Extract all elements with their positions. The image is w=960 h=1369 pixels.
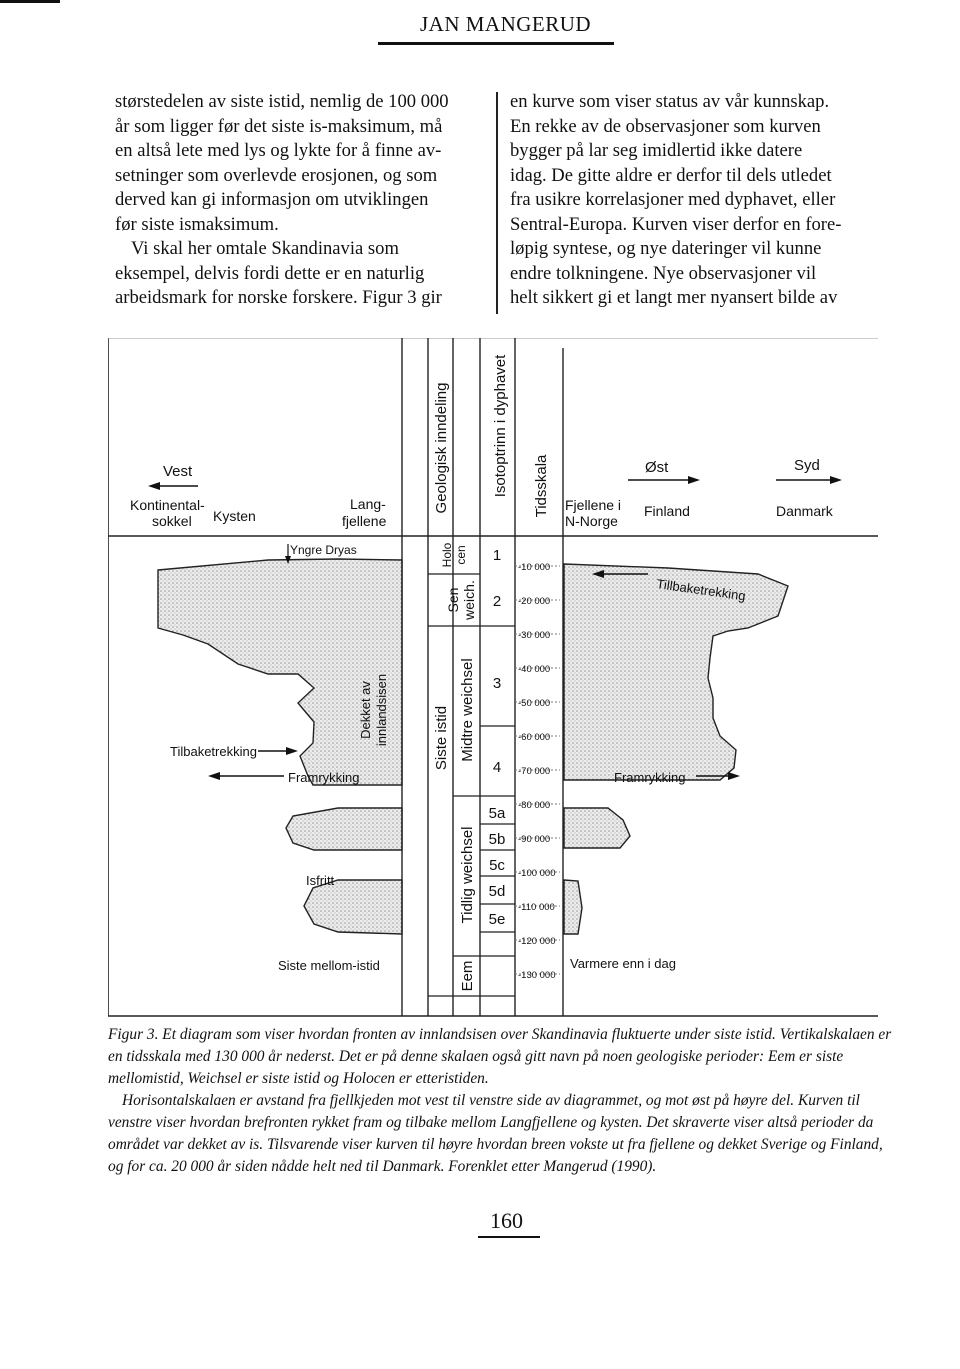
time-tick-label: -60 000 xyxy=(518,732,550,743)
body-line: år som ligger før det siste is-maksimum,… xyxy=(115,115,443,137)
label-innlandsisen: innlandsisen xyxy=(374,674,389,746)
label-framrykking-left: Framrykking xyxy=(288,770,360,785)
label-n-norge: N-Norge xyxy=(565,513,618,529)
isotope-stage-label: 4 xyxy=(493,759,501,776)
label-sokkel: sokkel xyxy=(152,513,192,529)
label-yngre-dryas: Yngre Dryas xyxy=(290,543,357,557)
caption-paragraph-2: Horisontalskalaen er avstand fra fjellkj… xyxy=(108,1092,883,1175)
isotope-stage-label: 1 xyxy=(493,547,501,564)
label-finland: Finland xyxy=(644,503,690,519)
label-kysten: Kysten xyxy=(213,508,256,524)
time-tick-label: -90 000 xyxy=(518,834,550,845)
ice-shading-deep-right xyxy=(563,879,583,935)
label-fjellene-i: Fjellene i xyxy=(565,497,621,513)
ice-shading-right xyxy=(563,563,789,781)
time-tick-label: -20 000 xyxy=(518,596,550,607)
figure-caption: Figur 3. Et diagram som viser hvordan fr… xyxy=(108,1024,898,1178)
time-tick-label: -10 000 xyxy=(518,562,550,573)
isotope-stage-label: 2 xyxy=(493,593,501,610)
label-weich: weich. xyxy=(461,580,477,621)
arrow-left-icon xyxy=(592,570,604,578)
time-tick-label: -110 000 xyxy=(518,902,555,913)
ice-shading-early-left xyxy=(285,807,403,851)
time-tick-label: -120 000 xyxy=(518,936,556,947)
label-holo: Holo xyxy=(440,542,454,567)
body-line: Sentral-Europa. Kurven viser derfor en f… xyxy=(510,213,842,235)
label-lang: Lang- xyxy=(350,496,386,512)
label-eem: Eem xyxy=(459,961,476,992)
label-tilbaketrekking-left: Tilbaketrekking xyxy=(170,744,257,759)
arrow-south-icon xyxy=(830,476,842,484)
body-line: arbeidsmark for norske forskere. Figur 3… xyxy=(115,287,442,308)
body-line: en altså lete med lys og lykte for å fin… xyxy=(115,140,442,161)
body-line: før siste ismaksimum. xyxy=(115,213,279,235)
column-divider xyxy=(496,92,498,314)
time-tick-label: -30 000 xyxy=(518,630,550,641)
running-header: JAN MANGERUD xyxy=(420,12,592,36)
body-column-right: en kurve som viser status av vår kunnska… xyxy=(510,90,890,311)
body-line: størstedelen av siste istid, nemlig de 1… xyxy=(115,91,449,112)
label-framrykking-right: Framrykking xyxy=(614,770,686,785)
body-line: idag. De gitte aldre er derfor til dels … xyxy=(510,164,832,186)
isotope-stage-label: 5a xyxy=(489,805,506,822)
arrow-left-icon xyxy=(208,772,220,780)
body-line: en kurve som viser status av vår kunnska… xyxy=(510,91,830,112)
header-rule xyxy=(378,42,614,45)
label-siste-istid: Siste istid xyxy=(433,706,450,770)
body-line: setninger som overlevde erosjonen, og so… xyxy=(115,164,438,186)
isotope-stage-label: 3 xyxy=(493,675,501,692)
body-line: helt sikkert gi et langt mer nyansert bi… xyxy=(510,287,838,308)
body-line: eksempel, delvis fordi dette er en natur… xyxy=(115,262,425,284)
time-tick-label: -100 000 xyxy=(518,868,556,879)
isotope-stage-label: 5b xyxy=(489,831,506,848)
label-varmere-enn-i-dag: Varmere enn i dag xyxy=(570,956,676,971)
time-tick-label: -80 000 xyxy=(518,800,550,811)
label-siste-mellom-istid: Siste mellom-istid xyxy=(278,958,380,973)
top-edge-rule xyxy=(0,0,60,3)
label-tidsskala: Tidsskala xyxy=(533,454,550,517)
caption-paragraph-1: Figur 3. Et diagram som viser hvordan fr… xyxy=(108,1026,892,1087)
label-sen: Sen xyxy=(445,588,461,613)
body-line: løpig syntese, og nye dateringer vil kun… xyxy=(510,238,822,259)
body-line: derved kan gi informasjon om utviklingen xyxy=(115,189,429,210)
label-isotoptrinn: Isotoptrinn i dyphavet xyxy=(492,354,509,497)
label-fjellene: fjellene xyxy=(342,513,387,529)
label-geologisk-inndeling: Geologisk inndeling xyxy=(433,383,450,514)
isotope-stage-label: 5d xyxy=(489,883,506,900)
body-line: endre tolkningene. Nye observasjoner vil xyxy=(510,262,817,284)
label-cen: cen xyxy=(454,545,468,564)
label-dekket-av: Dekket av xyxy=(358,681,373,739)
body-line: fra usikre korrelasjoner med dyphavet, e… xyxy=(510,189,836,210)
label-syd: Syd xyxy=(794,457,820,474)
label-danmark: Danmark xyxy=(776,503,834,519)
time-tick-label: -70 000 xyxy=(518,766,550,777)
label-isfritt: Isfritt xyxy=(306,873,335,888)
body-column-left: størstedelen av siste istid, nemlig de 1… xyxy=(115,90,493,311)
ice-shading-early-right xyxy=(563,807,631,849)
time-tick-label: -40 000 xyxy=(518,664,550,675)
arrow-west-icon xyxy=(148,482,160,490)
arrow-down-icon xyxy=(285,556,291,564)
body-line: bygger på lar seg imidlertid ikke datere xyxy=(510,140,803,161)
time-tick-label: -130 000 xyxy=(518,970,556,981)
arrow-right-icon xyxy=(286,747,298,755)
isotope-stage-label: 5e xyxy=(489,911,506,928)
ice-shading-deep-left xyxy=(303,879,403,935)
label-vest: Vest xyxy=(163,463,193,480)
body-line: En rekke av de observasjoner som kurven xyxy=(510,115,821,137)
time-scale-ticks: -10 000 -20 000 -30 000 -40 000 -50 000 -60 0… xyxy=(515,562,560,981)
figure-3-diagram: Geologisk inndeling Isotoptrinn i dyphav… xyxy=(108,338,878,1018)
label-kontinental: Kontinental- xyxy=(130,497,205,513)
arrow-right-icon xyxy=(728,772,740,780)
time-tick-label: -50 000 xyxy=(518,698,550,709)
body-line: Vi skal her omtale Skandinavia som xyxy=(131,238,399,259)
label-midtre-weichsel: Midtre weichsel xyxy=(459,658,476,761)
isotope-stage-labels: 1 2 3 4 5a 5b 5c 5d 5e xyxy=(489,547,506,928)
label-ost: Øst xyxy=(645,459,669,476)
page-number: 160 xyxy=(490,1208,523,1233)
page-number-rule xyxy=(478,1236,540,1238)
label-tidlig-weichsel: Tidlig weichsel xyxy=(459,827,476,924)
arrow-east-icon xyxy=(688,476,700,484)
isotope-stage-label: 5c xyxy=(489,857,505,874)
